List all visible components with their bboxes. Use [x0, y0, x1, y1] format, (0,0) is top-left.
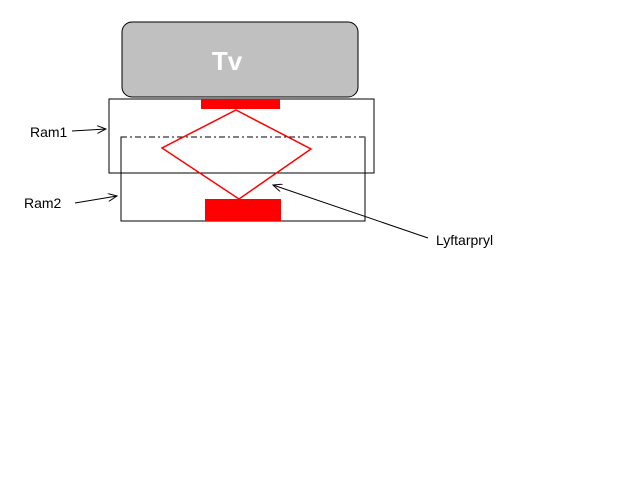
bottom-pad — [205, 199, 281, 221]
lyftarpryl-label: Lyftarpryl — [436, 232, 493, 248]
lyftarpryl-arrow — [273, 185, 429, 239]
tv-label: Tv — [212, 46, 243, 76]
ram1-label: Ram1 — [30, 124, 68, 140]
lyftarpryl-diamond — [160, 109, 313, 200]
top-pad — [201, 99, 280, 109]
ram2-arrow — [74, 196, 117, 204]
ram2-label: Ram2 — [24, 195, 62, 211]
ram1-arrow — [71, 129, 106, 131]
tv-box — [121, 21, 359, 98]
